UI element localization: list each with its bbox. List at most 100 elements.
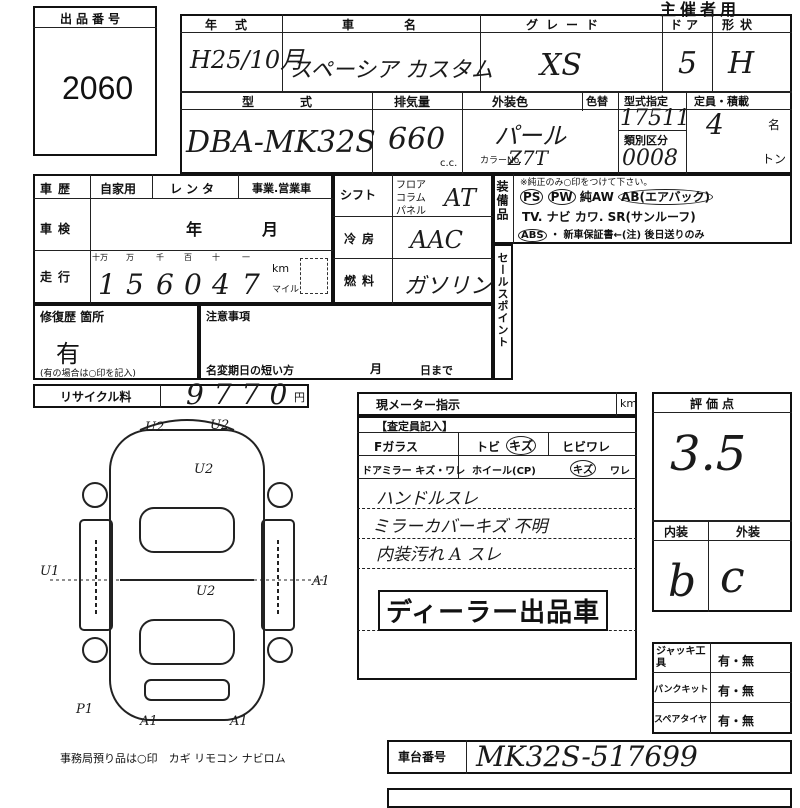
equip-aw[interactable]: 純AW	[579, 190, 614, 204]
recycle-box	[33, 384, 309, 408]
history-label: 車歴	[40, 182, 77, 196]
inspector-box	[357, 416, 637, 680]
equipment-box	[493, 174, 792, 244]
equip-abs[interactable]: ABS	[518, 229, 547, 242]
rename-label: 名変期日の短い方	[206, 364, 294, 377]
kit-box	[652, 642, 792, 734]
door-right	[261, 519, 295, 631]
grade-value: 3.5	[670, 426, 747, 482]
displacement-label: 排気量	[394, 95, 431, 109]
mark-u2-front: U2	[145, 420, 165, 435]
type-designation-label: 型式指定	[624, 95, 668, 108]
mark-u2-roof: U2	[196, 584, 216, 599]
car-diagram	[50, 419, 325, 721]
shift-label: シフト	[340, 188, 377, 202]
inspect-hibiware: ヒビワレ	[562, 440, 611, 454]
shift-opt-panel: パネル	[396, 206, 426, 217]
equip-ps[interactable]: PS	[520, 189, 544, 205]
chassis-box	[387, 740, 792, 774]
mileage-digit-2: 5	[126, 268, 144, 301]
type-designation-value: 17511	[620, 106, 690, 131]
inspect-wheel-ware: ワレ	[610, 466, 630, 477]
shape-label: 形状	[722, 18, 759, 32]
mile-label: マイル	[272, 285, 300, 295]
windshield	[139, 507, 235, 553]
displacement-unit: c.c.	[440, 158, 458, 169]
repair-value: 有	[56, 340, 80, 368]
jack-answer[interactable]: 有・無	[718, 654, 755, 668]
digit-label-10: 十	[212, 253, 220, 262]
class-value: 0008	[622, 146, 678, 171]
exterior-label: 外装	[736, 525, 761, 539]
equip-row2: TV. ナビ カワ. SR(サンルーフ)	[522, 210, 696, 224]
color-code-value: Z7T	[508, 146, 548, 170]
history-opt-rental: レンタ	[170, 182, 219, 196]
inspector-title: 【査定員記入】	[376, 420, 453, 433]
year-label: 年式	[205, 18, 266, 32]
dealer-stamp: ディーラー出品車	[378, 590, 609, 631]
remark-2: ミラーカバーキズ 不明	[372, 517, 548, 537]
shift-opt-floor: フロア	[396, 180, 426, 191]
model-value: DBA-MK32S	[186, 125, 376, 160]
equipment-row1: PS PW 純AW AB(エアバック)	[520, 188, 713, 205]
bottom-box	[387, 788, 792, 808]
lot-label: 出品番号	[60, 12, 125, 26]
door-left	[79, 519, 113, 631]
class-label: 類別区分	[624, 134, 668, 147]
equip-warranty: ・ 新車保証書←(注) 後日送りのみ	[550, 230, 705, 241]
lot-number: 2060	[62, 70, 134, 106]
color-label: 外装色	[492, 95, 529, 109]
mileage-digit-1: 1	[98, 268, 116, 301]
puncture-answer[interactable]: 有・無	[718, 684, 755, 698]
puncture-label: パンクキット	[654, 685, 709, 695]
mile-checkbox[interactable]	[300, 258, 328, 294]
inspect-wheel-kizu[interactable]: キズ	[570, 460, 596, 477]
km-label: km	[272, 262, 290, 275]
mileage-label: 走行	[40, 270, 77, 284]
grade-value: XS	[540, 48, 582, 83]
color-value: パール	[494, 122, 566, 150]
repair-box	[33, 304, 199, 380]
mark-a1-rear-right: A1	[230, 714, 248, 729]
mark-u2-hood: U2	[210, 418, 230, 433]
mileage-digit-4: 0	[184, 268, 202, 301]
inspect-kizu[interactable]: キズ	[506, 436, 537, 455]
interior-value: b	[668, 556, 697, 607]
inspection-month: 月	[262, 220, 279, 239]
ac-label: 冷房	[344, 232, 381, 246]
mark-u1-left: U1	[40, 564, 60, 579]
front-bumper	[139, 419, 235, 431]
repair-note: (有の場合は○印を記入)	[40, 369, 136, 379]
drivetrain-box	[333, 174, 493, 304]
capacity-unit: 名	[768, 118, 781, 132]
vehicle-info-box	[180, 14, 792, 174]
mileage-digit-6: 7	[242, 268, 260, 301]
load-unit: トン	[762, 152, 787, 166]
rename-month: 月	[370, 362, 383, 376]
meter-unit: km	[620, 397, 638, 410]
rear-window	[139, 619, 235, 665]
spare-label: スペアタイヤ	[654, 715, 708, 725]
color-code-label: カラーNo.	[480, 156, 522, 166]
history-opt-business: 事業.営業車	[252, 182, 312, 195]
meter-box	[357, 392, 637, 416]
equip-pw[interactable]: PW	[547, 189, 576, 205]
grade-label: 評価点	[690, 397, 739, 411]
equipment-label: 装備品	[495, 180, 509, 222]
digit-label-10k: 万	[126, 253, 134, 262]
recycle-value: 9770	[186, 378, 298, 411]
diagram-footer: 事務局預り品は○印 カギ リモコン ナビロム	[60, 752, 286, 765]
mark-a1-right: A1	[312, 574, 330, 589]
grade-label: グレード	[526, 18, 607, 32]
grade-box	[652, 392, 792, 612]
sales-point-box	[493, 244, 513, 380]
remark-1: ハンドルスレ	[376, 489, 478, 509]
fuel-value: ガソリン	[404, 274, 493, 299]
spare-answer[interactable]: 有・無	[718, 714, 755, 728]
year-value: H25/10月	[190, 46, 305, 74]
equip-ab[interactable]: AB(エアバック)	[618, 189, 713, 205]
inspect-tobi: トビ	[476, 440, 501, 454]
digit-label-100k: 十万	[92, 253, 108, 262]
equipment-row3: ABS ・ 新車保証書←(注) 後日送りのみ	[518, 226, 705, 242]
sales-point-label: セールスポイント	[496, 252, 509, 348]
